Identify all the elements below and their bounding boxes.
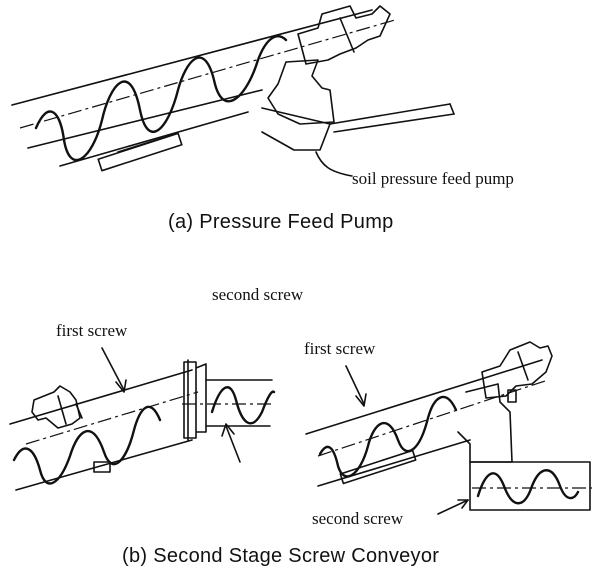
- right-center-line: [317, 379, 549, 457]
- left-second-screw-label: second screw: [212, 285, 304, 304]
- right-drive-unit: [481, 341, 553, 399]
- left-first-screw-label: first screw: [56, 321, 128, 340]
- left-second-screw-leader: [225, 425, 241, 463]
- left-casing-bottom: [15, 439, 193, 491]
- left-drive-divider: [57, 395, 67, 425]
- second-stage-left-drawing: [9, 347, 276, 491]
- right-housing: [457, 383, 513, 463]
- left-foot: [93, 461, 111, 473]
- right-drive-divider: [517, 351, 529, 381]
- left-screw-spiral: [12, 405, 162, 485]
- left-first-screw-leader: [101, 347, 125, 391]
- left-drive-bolt: [75, 403, 83, 419]
- casing-lower-edge: [59, 111, 249, 167]
- pump-housing: [267, 59, 335, 125]
- second-stage-right-drawing: [305, 341, 592, 515]
- soil-pressure-feed-pump-label: soil pressure feed pump: [352, 169, 514, 188]
- left-first-screw-arrowhead: [115, 379, 127, 393]
- left-drive-unit: [31, 385, 81, 429]
- right-notch: [507, 389, 517, 403]
- left-casing-top: [9, 369, 193, 425]
- center-line: [19, 19, 396, 129]
- screw-spiral: [34, 35, 288, 162]
- casing-top-line: [11, 9, 373, 106]
- left-flange: [183, 361, 207, 439]
- slot-inner-line: [117, 134, 173, 153]
- caption-b: (b) Second Stage Screw Conveyor: [122, 545, 440, 567]
- right-casing-top: [305, 359, 543, 435]
- pipe-end: [449, 103, 455, 115]
- label-leader: [315, 151, 353, 177]
- drive-divider: [339, 17, 355, 53]
- right-screw-spiral: [318, 395, 458, 478]
- left-second-spiral: [210, 386, 276, 425]
- pressure-feed-pump-drawing: [11, 5, 455, 177]
- right-first-screw-leader: [345, 365, 365, 405]
- right-second-screw-label: second screw: [312, 509, 404, 528]
- left-second-screw-arrowhead: [221, 423, 235, 437]
- left-center-line: [25, 391, 199, 445]
- right-second-box: [469, 461, 591, 511]
- right-slot-rect: [339, 449, 417, 485]
- right-second-screw-arrowhead: [457, 499, 469, 509]
- pipe-top: [329, 103, 451, 125]
- right-first-screw-arrowhead: [355, 393, 367, 407]
- caption-a: (a) Pressure Feed Pump: [168, 211, 394, 233]
- right-second-screw-leader: [437, 499, 469, 515]
- right-second-spiral: [476, 469, 580, 505]
- drive-unit: [297, 5, 391, 65]
- discharge-chute: [261, 107, 331, 151]
- right-first-screw-label: first screw: [304, 339, 376, 358]
- right-casing-bottom: [317, 439, 471, 487]
- pipe-bottom: [333, 113, 455, 133]
